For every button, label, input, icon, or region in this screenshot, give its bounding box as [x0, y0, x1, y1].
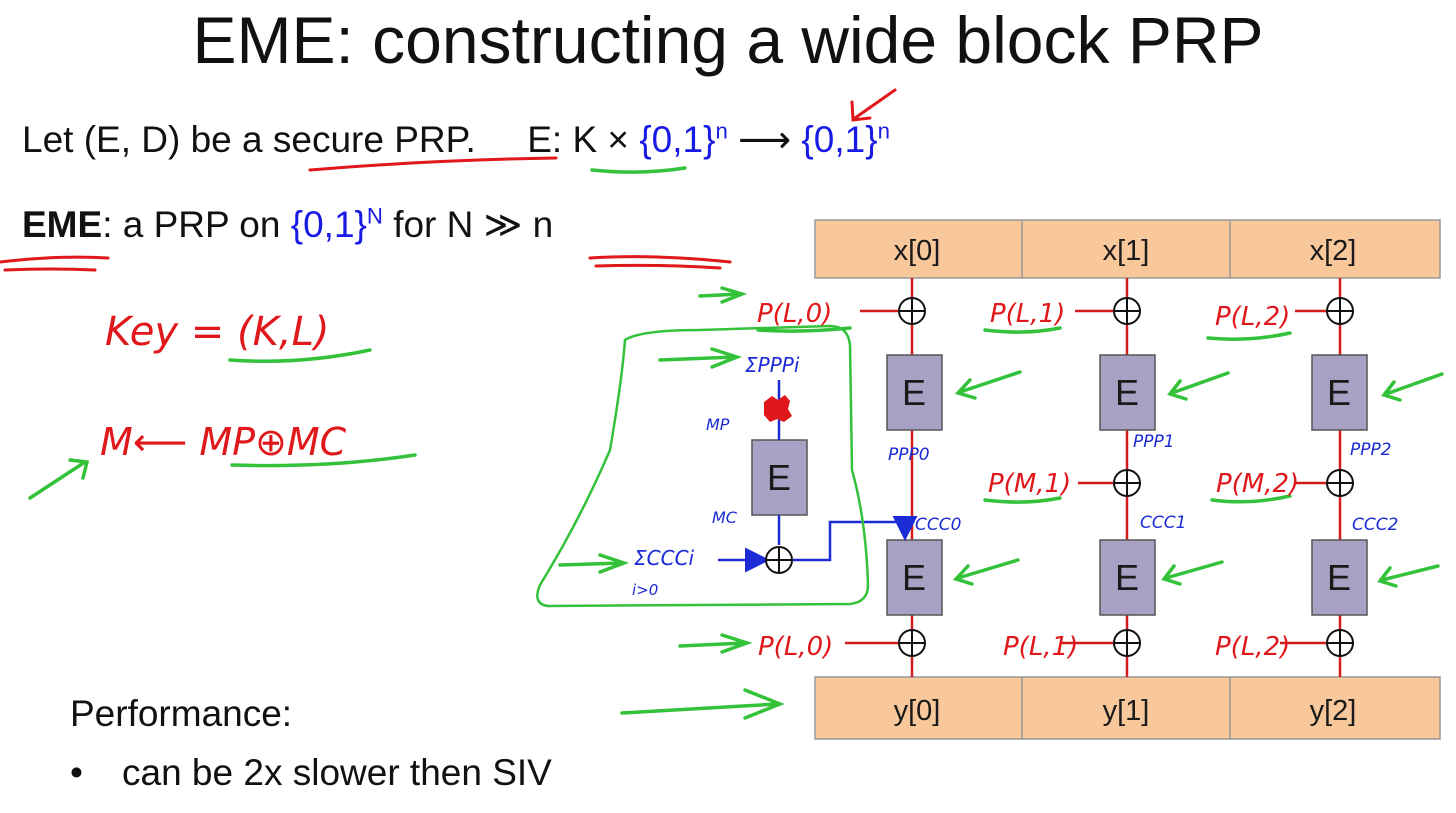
e-block — [886, 539, 943, 616]
size-condition: N ≫ n — [446, 204, 554, 245]
prp-definition: Let (E, D) be a secure PRP. E: K × {0,1}… — [22, 118, 890, 161]
domain-set: {0,1} — [639, 119, 716, 160]
eme-label: EME — [22, 204, 103, 245]
mask-out-0: P(L,0) — [758, 632, 833, 662]
input-row: x[0] x[1] x[2] — [814, 219, 1441, 279]
ccc-0: CCC0 — [915, 515, 961, 535]
xor-icon — [765, 546, 793, 574]
let-text: Let (E, D) be a secure PRP. — [22, 119, 476, 160]
mask-in-0: P(L,0) — [757, 299, 832, 329]
range-exp: n — [877, 118, 890, 144]
slide-title: EME: constructing a wide block PRP — [192, 3, 1264, 77]
mask-out-2: P(L,2) — [1215, 632, 1290, 662]
e-signature: E: K × — [527, 119, 640, 160]
e-block-label: E — [902, 372, 926, 413]
sum-ppp: ΣPPPi — [745, 353, 800, 377]
ccc-1: CCC1 — [1140, 513, 1186, 533]
bullet-dot: • — [70, 752, 83, 793]
mask-out-1: P(L,1) — [1003, 632, 1078, 662]
sum-ccc: ΣCCCi — [634, 546, 695, 570]
e-block-middle-label: E — [767, 457, 791, 498]
mp-label: MP — [706, 415, 730, 434]
performance-bullet-text: can be 2x slower then SIV — [122, 752, 552, 793]
performance-bullet: • can be 2x slower then SIV — [70, 752, 552, 794]
m-annotation: M⟵ MP⊕MC — [100, 420, 347, 464]
ppp-2: PPP2 — [1350, 440, 1392, 460]
scribble-mark — [764, 395, 792, 422]
xor-icon — [1326, 629, 1354, 657]
mask-in-2: P(L,2) — [1215, 302, 1290, 332]
e-block — [1311, 539, 1368, 616]
domain-exp: n — [715, 118, 728, 144]
ccc-2: CCC2 — [1352, 515, 1398, 535]
output-cell-2: y[2] — [1310, 695, 1357, 727]
xor-icon — [898, 629, 926, 657]
xor-icon — [1113, 297, 1141, 325]
xor-icon — [1326, 297, 1354, 325]
mc-label: MC — [712, 508, 738, 527]
e-block-label: E — [902, 557, 926, 598]
ppp-1: PPP1 — [1133, 432, 1175, 452]
output-row: y[0] y[1] y[2] — [814, 676, 1441, 740]
eme-set: {0,1} — [290, 204, 367, 245]
e-block-label: E — [1115, 372, 1139, 413]
ppp-0: PPP0 — [888, 445, 930, 465]
xor-icon — [1326, 469, 1354, 497]
red-ink — [0, 88, 897, 272]
mask-mid-2: P(M,2) — [1216, 469, 1299, 499]
output-cell-0: y[0] — [894, 695, 941, 727]
e-block-label: E — [1115, 557, 1139, 598]
sum-ccc-sub: i>0 — [632, 581, 658, 599]
mixing-highlight — [536, 324, 870, 608]
input-cell-2: x[2] — [1310, 235, 1357, 267]
mask-mid-1: P(M,1) — [988, 469, 1071, 499]
input-cell-0: x[0] — [894, 235, 941, 267]
mixing-wires — [718, 380, 918, 573]
mask-in-1: P(L,1) — [990, 299, 1065, 329]
eme-definition: EME: a PRP on {0,1}N for N ≫ n — [22, 203, 553, 246]
map-arrow: ⟶ — [727, 119, 802, 160]
xor-gates — [898, 297, 1354, 657]
e-block — [886, 354, 943, 431]
for-text: for — [382, 204, 447, 245]
key-annotation: Key = (K,L) — [105, 309, 329, 355]
performance-heading: Performance: — [70, 693, 293, 734]
e-block — [1099, 539, 1156, 616]
input-cell-1: x[1] — [1103, 235, 1150, 267]
eme-prp-text: : a PRP on — [102, 204, 291, 245]
range-set: {0,1} — [801, 119, 878, 160]
e-block — [1311, 354, 1368, 431]
output-cell-1: y[1] — [1103, 695, 1150, 727]
eme-exp: N — [366, 203, 383, 229]
xor-icon — [1113, 469, 1141, 497]
xor-icon — [1113, 629, 1141, 657]
e-block-label: E — [1327, 557, 1351, 598]
xor-icon — [898, 297, 926, 325]
e-block-label: E — [1327, 372, 1351, 413]
green-ink — [28, 166, 1444, 720]
e-block — [1099, 354, 1156, 431]
